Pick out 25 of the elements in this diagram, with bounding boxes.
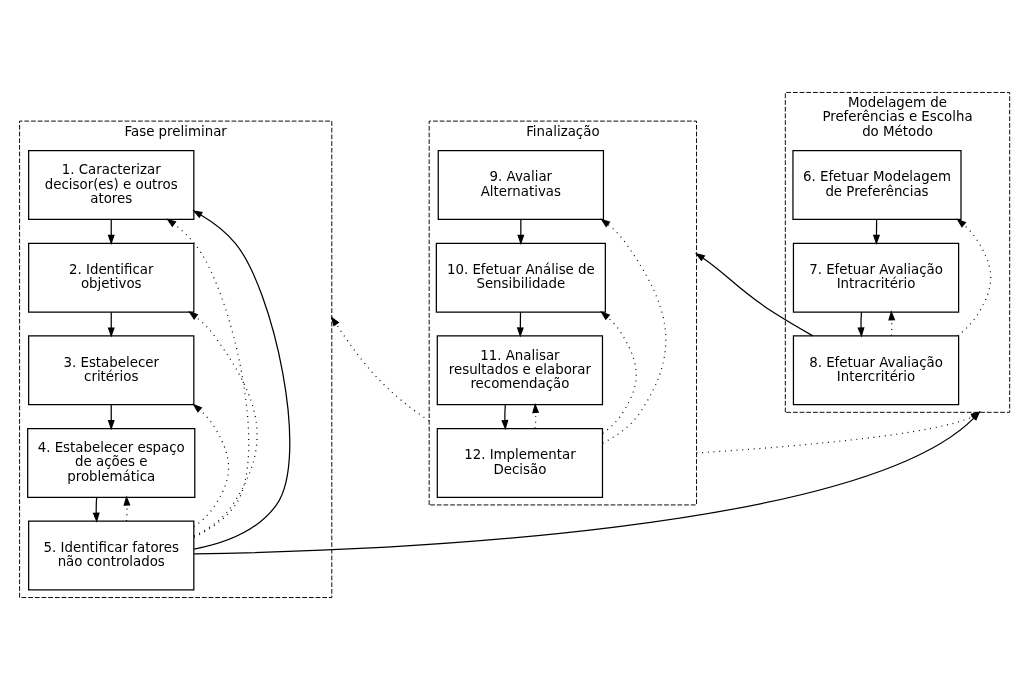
arrow [192, 209, 291, 550]
arrow [330, 315, 430, 421]
node-box: 3. Estabelecer critérios [28, 334, 195, 405]
arrow [123, 495, 131, 521]
arrow [501, 403, 509, 430]
arrow [192, 403, 230, 527]
node-box: 10. Efetuar Análise de Sensibilidade [435, 242, 606, 313]
arrow [956, 217, 992, 336]
arrow [857, 311, 865, 338]
node-box: 11. Analisar resultados e elaborar recomendação [436, 334, 604, 405]
node-box: 7. Efetuar Avaliação Intracritério [792, 242, 960, 313]
node-box: 6. Efetuar Modelagem de Preferências [792, 149, 962, 220]
arrow [600, 310, 637, 434]
node-box: 9. Avaliar Alternativas [437, 149, 605, 220]
node-box: 12. Implementar Decisão [436, 427, 604, 498]
node-box: 1. Caracterizar decisor(es) e outros atores [28, 149, 195, 220]
arrow [695, 410, 981, 454]
arrow [188, 310, 258, 537]
node-box: 2. Identificar objetivos [28, 242, 195, 313]
node-box: 8. Efetuar Avaliação Intercritério [792, 334, 960, 405]
arrow [694, 252, 814, 336]
arrow [166, 217, 250, 538]
arrow [600, 217, 667, 444]
node-box: 5. Identificar fatores não controlados [28, 520, 195, 590]
node-box: 4. Estabelecer espaço de ações e problemática [27, 427, 196, 498]
